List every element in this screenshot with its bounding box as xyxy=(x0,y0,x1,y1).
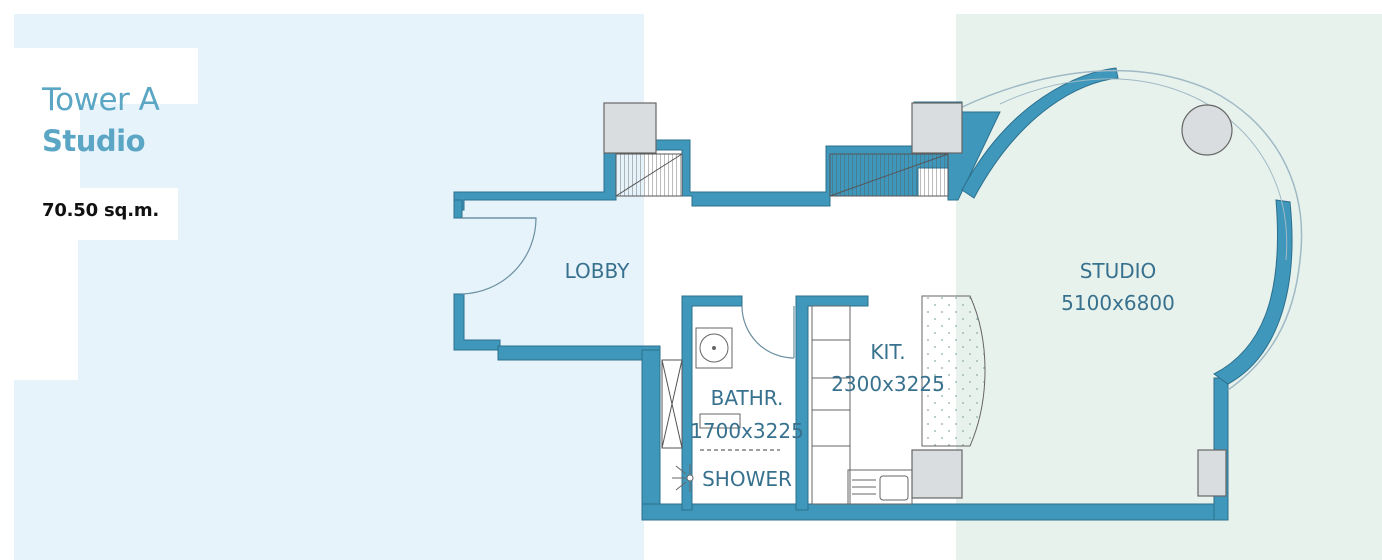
wash-basin xyxy=(695,327,733,369)
column-2 xyxy=(911,102,963,154)
studio-right-wall xyxy=(1213,377,1229,521)
shower-label: SHOWER xyxy=(702,467,792,491)
bath-kit-partition xyxy=(795,295,869,511)
studio-curved-wall-right xyxy=(1213,199,1293,385)
column-4 xyxy=(1197,449,1227,497)
kitchen-label: KIT. xyxy=(870,340,905,364)
shower-head xyxy=(672,464,694,492)
column-3 xyxy=(911,449,963,499)
columns xyxy=(603,102,1227,499)
studio-curved-wall xyxy=(961,67,1119,199)
lobby-bottom-wall xyxy=(497,345,661,361)
balcony-arc-inner xyxy=(999,78,1288,261)
lobby-label: LOBBY xyxy=(565,259,631,283)
background-zones xyxy=(14,14,1382,560)
bath-left-wall xyxy=(641,349,661,521)
kitchen-counters xyxy=(811,305,913,505)
toilet xyxy=(699,413,780,451)
shafts xyxy=(615,153,949,449)
tower-title: Tower A xyxy=(42,82,160,118)
unit-area: 70.50 sq.m. xyxy=(42,200,160,221)
entrance-door xyxy=(461,217,537,295)
balcony-arc xyxy=(959,69,1303,391)
room-labels: LOBBY STUDIO 5100x6800 KIT. 2300x3225 BA… xyxy=(565,259,1175,491)
studio-zone xyxy=(956,14,1382,560)
unit-type-title: Studio xyxy=(42,124,146,158)
bottom-wall xyxy=(641,503,1229,521)
bathroom-door xyxy=(741,305,795,359)
lobby-zone xyxy=(14,14,644,560)
bathroom-label: BATHR. xyxy=(711,386,784,410)
studio-size-label: 5100x6800 xyxy=(1061,291,1175,315)
kitchen-size-label: 2300x3225 xyxy=(831,372,945,396)
bathroom-size-label: 1700x3225 xyxy=(690,419,804,443)
bath-top-wall xyxy=(681,295,743,511)
left-wall-upper xyxy=(453,199,463,219)
column-1 xyxy=(603,102,657,154)
round-column xyxy=(1181,104,1233,156)
studio-label: STUDIO xyxy=(1080,259,1157,283)
studio-glazing-panel xyxy=(921,295,986,447)
